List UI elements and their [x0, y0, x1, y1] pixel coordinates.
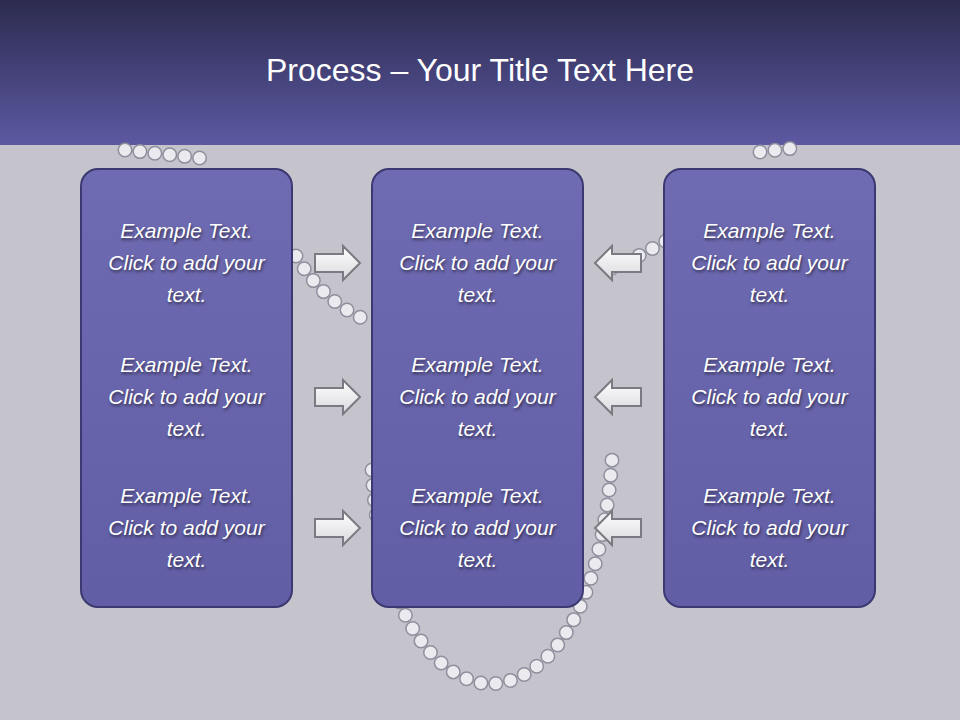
step-text: Example Text. Click to add your text.: [107, 349, 267, 445]
process-column: Example Text. Click to add your text. Exa…: [371, 168, 584, 608]
step-text: Example Text. Click to add your text.: [690, 215, 850, 311]
block-arrow: [595, 380, 641, 414]
step-text: Example Text. Click to add your text.: [398, 480, 558, 576]
block-arrow: [595, 246, 641, 280]
step-text: Example Text. Click to add your text.: [690, 480, 850, 576]
block-arrow: [315, 246, 360, 280]
step-text: Example Text. Click to add your text.: [107, 480, 267, 576]
process-column: Example Text. Click to add your text. Exa…: [80, 168, 293, 608]
step-text: Example Text. Click to add your text.: [107, 215, 267, 311]
block-arrow: [315, 380, 360, 414]
step-text: Example Text. Click to add your text.: [690, 349, 850, 445]
block-arrow: [595, 511, 641, 545]
slide-title: Process – Your Title Text Here: [0, 52, 960, 89]
step-text: Example Text. Click to add your text.: [398, 215, 558, 311]
block-arrow: [315, 511, 360, 545]
process-column: Example Text. Click to add your text. Exa…: [663, 168, 876, 608]
step-text: Example Text. Click to add your text.: [398, 349, 558, 445]
